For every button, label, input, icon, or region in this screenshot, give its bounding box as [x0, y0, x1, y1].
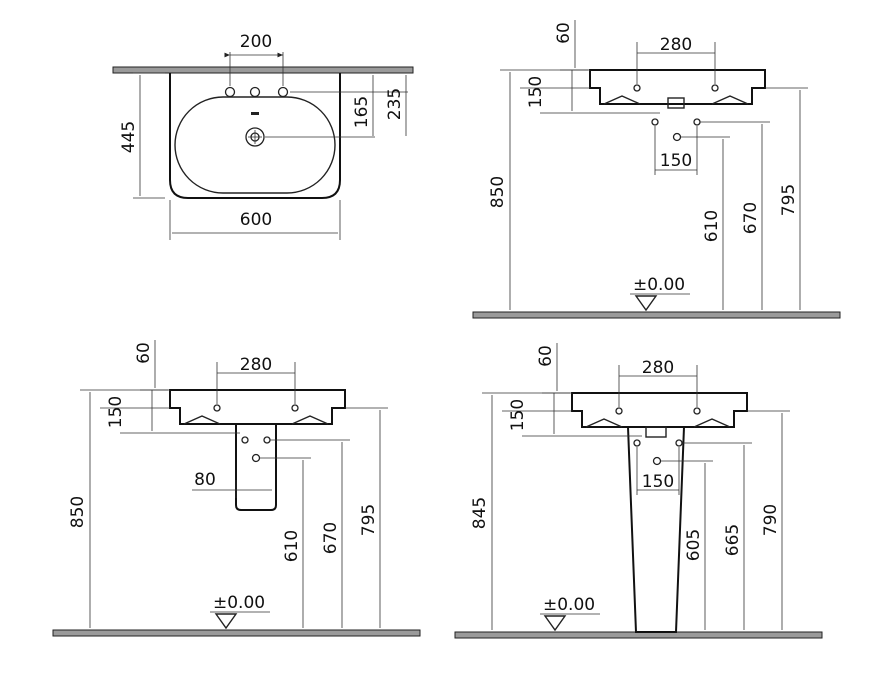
dim-h-rim: 795	[359, 504, 379, 536]
floor-section	[472, 311, 841, 319]
dim-top-thickness: 60	[554, 22, 574, 44]
level-marker	[634, 295, 658, 312]
top-view: 200 445 600 235 165	[112, 32, 414, 240]
dim-h-top: 845	[470, 497, 490, 529]
basin-profile	[589, 69, 766, 105]
dim-h-610: 610	[702, 210, 722, 242]
dim-basin-depth: 150	[106, 396, 126, 428]
tap-hole-left	[224, 86, 236, 98]
dim-h-610: 610	[282, 530, 302, 562]
dim-pedestal-width: 80	[194, 470, 216, 490]
side-view-wall-hung: 280 60 150 150 850 795 670 610 ±0.00	[472, 20, 841, 319]
tap-hole-right	[277, 86, 289, 98]
level-marker	[214, 613, 238, 630]
level-label: ±0.00	[543, 595, 595, 615]
dim-waste-spacing: 150	[660, 151, 692, 171]
dim-fixing-span: 280	[240, 355, 272, 375]
dim-basin-depth: 150	[526, 76, 546, 108]
dim-width: 600	[240, 210, 272, 230]
dim-waste-to-wall: 165	[352, 96, 372, 128]
dim-tap-to-wall: 235	[385, 88, 405, 120]
dim-waste-spacing: 150	[642, 472, 674, 492]
dim-h-665: 665	[723, 524, 743, 556]
dim-depth: 445	[119, 121, 139, 153]
side-view-semi-pedestal: 280 60 150 80 850 795 670 610 ±0.00	[52, 340, 421, 637]
dim-h-670: 670	[321, 522, 341, 554]
semi-pedestal	[235, 423, 277, 511]
side-view-pedestal: 280 60 150 150 845 790 665 605 ±0.00	[454, 343, 823, 639]
dim-fixing-span: 280	[642, 358, 674, 378]
tap-hole-center	[249, 86, 261, 98]
dim-h-rim: 790	[761, 504, 781, 536]
level-label: ±0.00	[633, 275, 685, 295]
dim-h-top: 850	[488, 176, 508, 208]
basin-profile	[571, 392, 748, 428]
floor-section	[52, 629, 421, 637]
dim-tap-span: 200	[240, 32, 272, 52]
dim-top-thickness: 60	[536, 345, 556, 367]
dim-top-thickness: 60	[134, 342, 154, 364]
level-marker	[543, 615, 567, 632]
dim-h-top: 850	[68, 496, 88, 528]
basin-profile	[169, 389, 346, 425]
level-label: ±0.00	[213, 593, 265, 613]
overflow-slot	[251, 112, 259, 115]
dim-basin-depth: 150	[508, 399, 528, 431]
dim-h-rim: 795	[779, 184, 799, 216]
dim-h-670: 670	[741, 202, 761, 234]
dim-fixing-span: 280	[660, 35, 692, 55]
wall-section	[112, 66, 414, 74]
dim-h-605: 605	[684, 529, 704, 561]
